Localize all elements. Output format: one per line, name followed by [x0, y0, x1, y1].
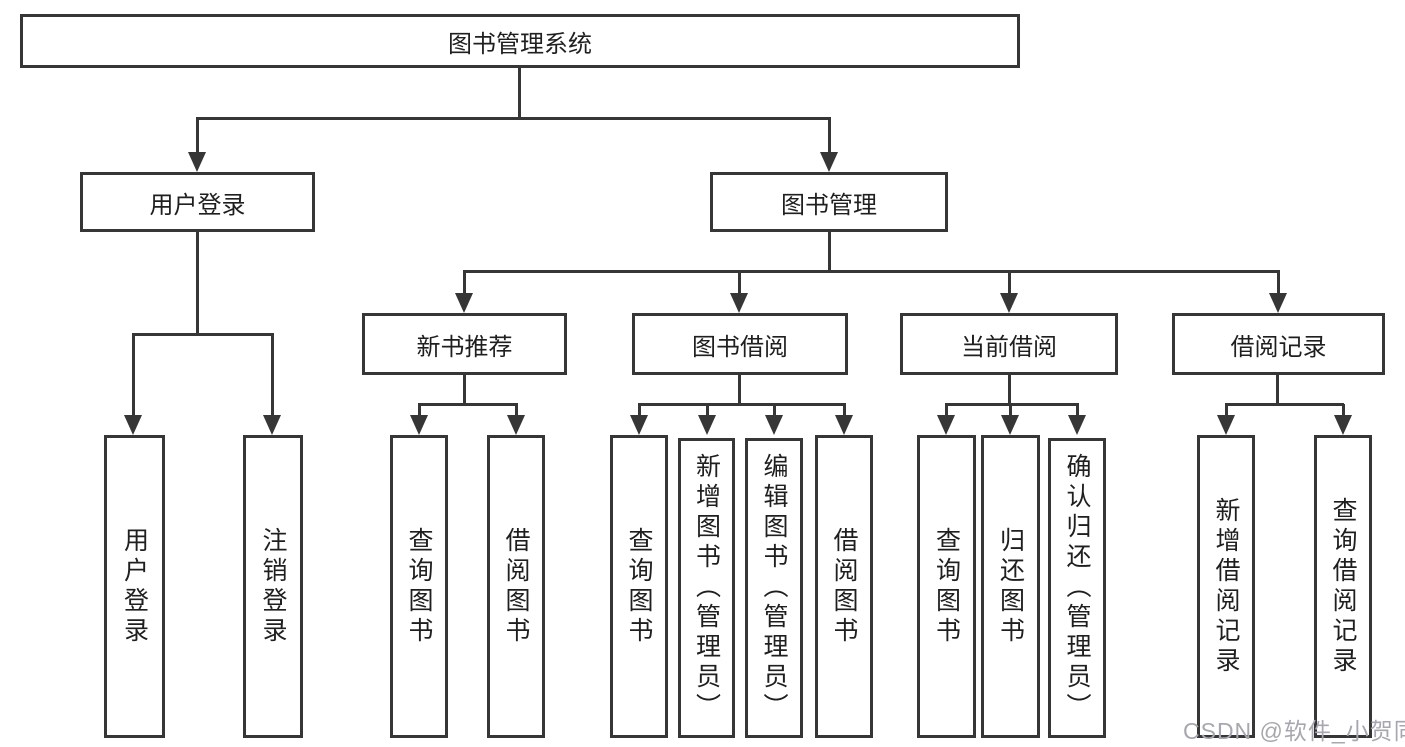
- node-book-borrow: 图书借阅: [632, 313, 848, 375]
- node-current-borrow: 当前借阅: [900, 313, 1118, 375]
- connector-drop: [738, 271, 741, 294]
- leaf-add-books-admin: 新增图书（管理员）: [678, 438, 735, 738]
- leaf-add-borrow-record: 新增借阅记录: [1197, 435, 1255, 738]
- connector-mgmt-stem: [828, 232, 831, 273]
- connector-stem: [463, 375, 466, 405]
- node-root-system: 图书管理系统: [20, 14, 1020, 68]
- node-borrow-record: 借阅记录: [1172, 313, 1385, 375]
- connector-root-stem: [518, 68, 521, 119]
- arrowhead-down-icon: [730, 293, 748, 313]
- connector-drop: [1277, 271, 1280, 294]
- arrowhead-down-icon: [630, 415, 648, 435]
- arrowhead-down-icon: [263, 415, 281, 435]
- connector-drop: [1076, 404, 1079, 416]
- arrowhead-down-icon: [507, 415, 525, 435]
- connector-drop: [463, 271, 466, 294]
- leaf-query-books: 查询图书: [390, 435, 448, 738]
- connector-stem: [738, 375, 741, 405]
- leaf-confirm-return-admin: 确认归还（管理员）: [1048, 438, 1106, 738]
- node-book-management: 图书管理: [710, 172, 948, 232]
- leaf-query-books: 查询图书: [917, 435, 976, 738]
- arrowhead-down-icon: [835, 415, 853, 435]
- connector-rail: [1225, 403, 1344, 406]
- connector-login-drop: [196, 118, 199, 154]
- leaf-borrow-books: 借阅图书: [487, 435, 545, 738]
- node-user-login: 用户登录: [80, 172, 315, 232]
- arrowhead-down-icon: [1068, 415, 1086, 435]
- connector-level3-rail: [463, 270, 1280, 273]
- connector-drop: [418, 404, 421, 416]
- connector-rail: [418, 403, 518, 406]
- node-new-book-recommend: 新书推荐: [362, 313, 567, 375]
- connector-drop: [1342, 404, 1345, 416]
- arrowhead-down-icon: [698, 415, 716, 435]
- connector-drop: [1008, 271, 1011, 294]
- leaf-query-books: 查询图书: [610, 435, 668, 738]
- connector-mgmt-drop: [828, 118, 831, 154]
- connector-login-rail: [132, 333, 274, 336]
- leaf-return-books: 归还图书: [981, 435, 1040, 738]
- arrowhead-down-icon: [410, 415, 428, 435]
- connector-drop: [638, 404, 641, 416]
- arrowhead-down-icon: [937, 415, 955, 435]
- connector-drop: [706, 404, 709, 416]
- arrowhead-down-icon: [455, 293, 473, 313]
- connector-drop: [271, 334, 274, 416]
- arrowhead-down-icon: [1217, 415, 1235, 435]
- connector-drop: [515, 404, 518, 416]
- arrowhead-down-icon: [1269, 293, 1287, 313]
- csdn-watermark: CSDN @软件_小贺同学: [1183, 718, 1405, 744]
- connector-drop: [945, 404, 948, 416]
- connector-drop: [773, 404, 776, 416]
- connector-rail: [945, 403, 1079, 406]
- connector-drop: [1225, 404, 1228, 416]
- leaf-user-login: 用户登录: [104, 435, 165, 738]
- connector-rail: [638, 403, 846, 406]
- connector-login-stem: [196, 232, 199, 336]
- connector-drop: [843, 404, 846, 416]
- arrowhead-down-icon: [820, 152, 838, 172]
- connector-stem: [1276, 375, 1279, 405]
- arrowhead-down-icon: [765, 415, 783, 435]
- arrowhead-down-icon: [1334, 415, 1352, 435]
- connector-drop: [132, 334, 135, 416]
- leaf-borrow-books: 借阅图书: [815, 435, 873, 738]
- arrowhead-down-icon: [1001, 415, 1019, 435]
- arrowhead-down-icon: [1000, 293, 1018, 313]
- leaf-query-borrow-record: 查询借阅记录: [1314, 435, 1372, 738]
- leaf-edit-books-admin: 编辑图书（管理员）: [745, 438, 803, 738]
- leaf-logout: 注销登录: [243, 435, 303, 738]
- connector-stem: [1008, 375, 1011, 405]
- arrowhead-down-icon: [188, 152, 206, 172]
- arrowhead-down-icon: [124, 415, 142, 435]
- connector-drop: [1009, 404, 1012, 416]
- connector-level2-rail: [196, 117, 831, 120]
